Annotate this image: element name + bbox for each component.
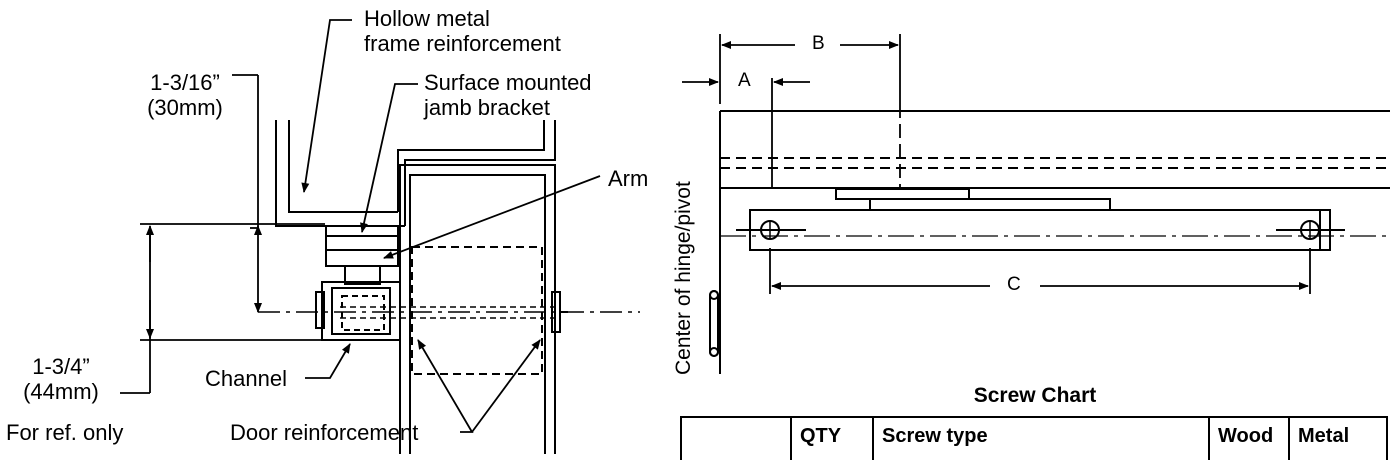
dimension-lines-left (120, 74, 325, 394)
dimension-top-label: 1-3/16” (30mm) (130, 70, 240, 120)
dimension-lines-right (682, 34, 1311, 294)
door-reinforcement-label: Door reinforcement (230, 420, 419, 445)
dimension-b-label: B (808, 34, 829, 54)
screw-chart-col-wood: Wood (1208, 416, 1290, 460)
channel-label: Channel (205, 366, 287, 391)
screw-chart-header-row: QTY Screw type Wood Metal (680, 416, 1388, 460)
hollow-metal-label-line1: Hollow metal (364, 6, 490, 31)
reference-note: For ref. only (6, 420, 124, 445)
dimension-bottom-mm: (44mm) (23, 379, 99, 404)
hollow-metal-label: Hollow metal frame reinforcement (364, 6, 561, 56)
frame-section (275, 120, 556, 227)
hinge-side (709, 111, 721, 374)
hollow-metal-label-line2: frame reinforcement (364, 31, 561, 56)
screw-chart-title: Screw Chart (973, 384, 1097, 407)
hinge-center-label: Center of hinge/pivot (672, 181, 695, 375)
closer-arm-elevation (736, 188, 1345, 251)
jamb-bracket (325, 225, 399, 285)
screw-chart-col-blank (680, 416, 792, 460)
arm-label: Arm (608, 166, 649, 191)
screw-chart-col-qty: QTY (790, 416, 874, 460)
door-section (399, 164, 556, 454)
frame-head-elevation (720, 110, 1390, 237)
screw-chart-col-screw-type: Screw type (872, 416, 1210, 460)
dimension-c-label: C (1003, 275, 1025, 295)
dimension-top-inch: 1-3/16” (150, 70, 220, 95)
leader-lines-left (301, 19, 601, 433)
dimension-bottom-inch: 1-3/4” (32, 354, 90, 379)
surface-bracket-label-line1: Surface mounted (424, 70, 592, 95)
closer-channel (258, 281, 640, 341)
surface-bracket-label: Surface mounted jamb bracket (424, 70, 592, 120)
screw-chart-table: QTY Screw type Wood Metal (680, 416, 1388, 460)
screw-chart-col-metal: Metal (1288, 416, 1388, 460)
surface-bracket-label-line2: jamb bracket (424, 95, 550, 120)
dimension-bottom-label: 1-3/4” (44mm) (2, 354, 120, 404)
dimension-a-label: A (734, 71, 755, 91)
dimension-top-mm: (30mm) (147, 95, 223, 120)
